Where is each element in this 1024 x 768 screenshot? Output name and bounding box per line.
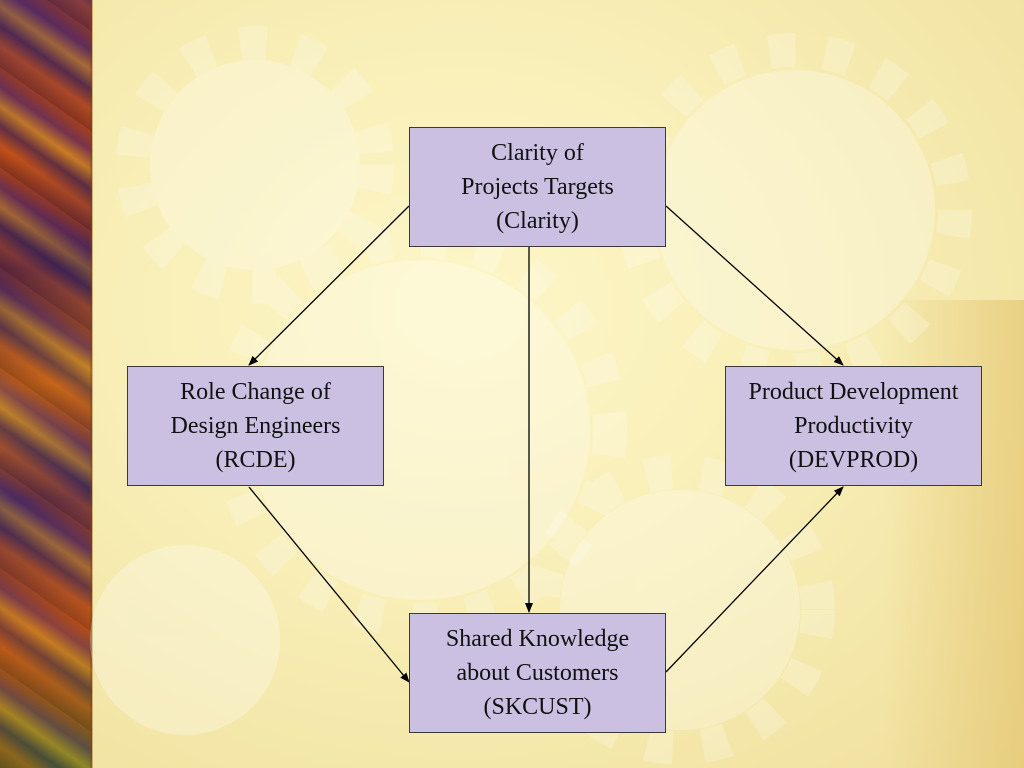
node-devprod-line-3: (DEVPROD): [788, 447, 919, 473]
node-skcust-line-1: Shared Knowledge: [445, 626, 630, 652]
node-skcust: Shared Knowledge about Customers (SKCUST…: [409, 613, 666, 733]
node-clarity-line-3: (Clarity): [496, 208, 579, 234]
arrow-rcde-to-skcust: [248, 486, 410, 683]
node-clarity-line-1: Clarity of: [491, 140, 584, 166]
node-clarity-line-2: Projects Targets: [461, 174, 614, 200]
arrow-clarity-to-devprod: [665, 205, 844, 366]
node-skcust-line-3: (SKCUST): [483, 694, 592, 720]
node-rcde-line-3: (RCDE): [215, 447, 296, 473]
strip-edge-divider: [90, 0, 93, 768]
node-rcde-line-2: Design Engineers: [170, 413, 341, 439]
gear-icon: [90, 545, 280, 735]
node-rcde-line-1: Role Change of: [180, 379, 331, 405]
node-devprod-line-2: Productivity: [794, 413, 913, 439]
gear-icon: [655, 70, 935, 350]
node-rcde: Role Change of Design Engineers (RCDE): [127, 366, 384, 486]
node-skcust-line-2: about Customers: [456, 660, 619, 686]
node-devprod: Product Development Productivity (DEVPRO…: [725, 366, 982, 486]
decorative-gear-strip: [0, 0, 92, 768]
node-clarity: Clarity of Projects Targets (Clarity): [409, 127, 666, 247]
arrow-clarity-to-rcde: [248, 205, 410, 366]
gear-icon: [250, 260, 590, 600]
node-devprod-line-1: Product Development: [748, 379, 959, 405]
arrow-skcust-to-devprod: [665, 486, 844, 673]
gear-icon: [150, 60, 360, 270]
